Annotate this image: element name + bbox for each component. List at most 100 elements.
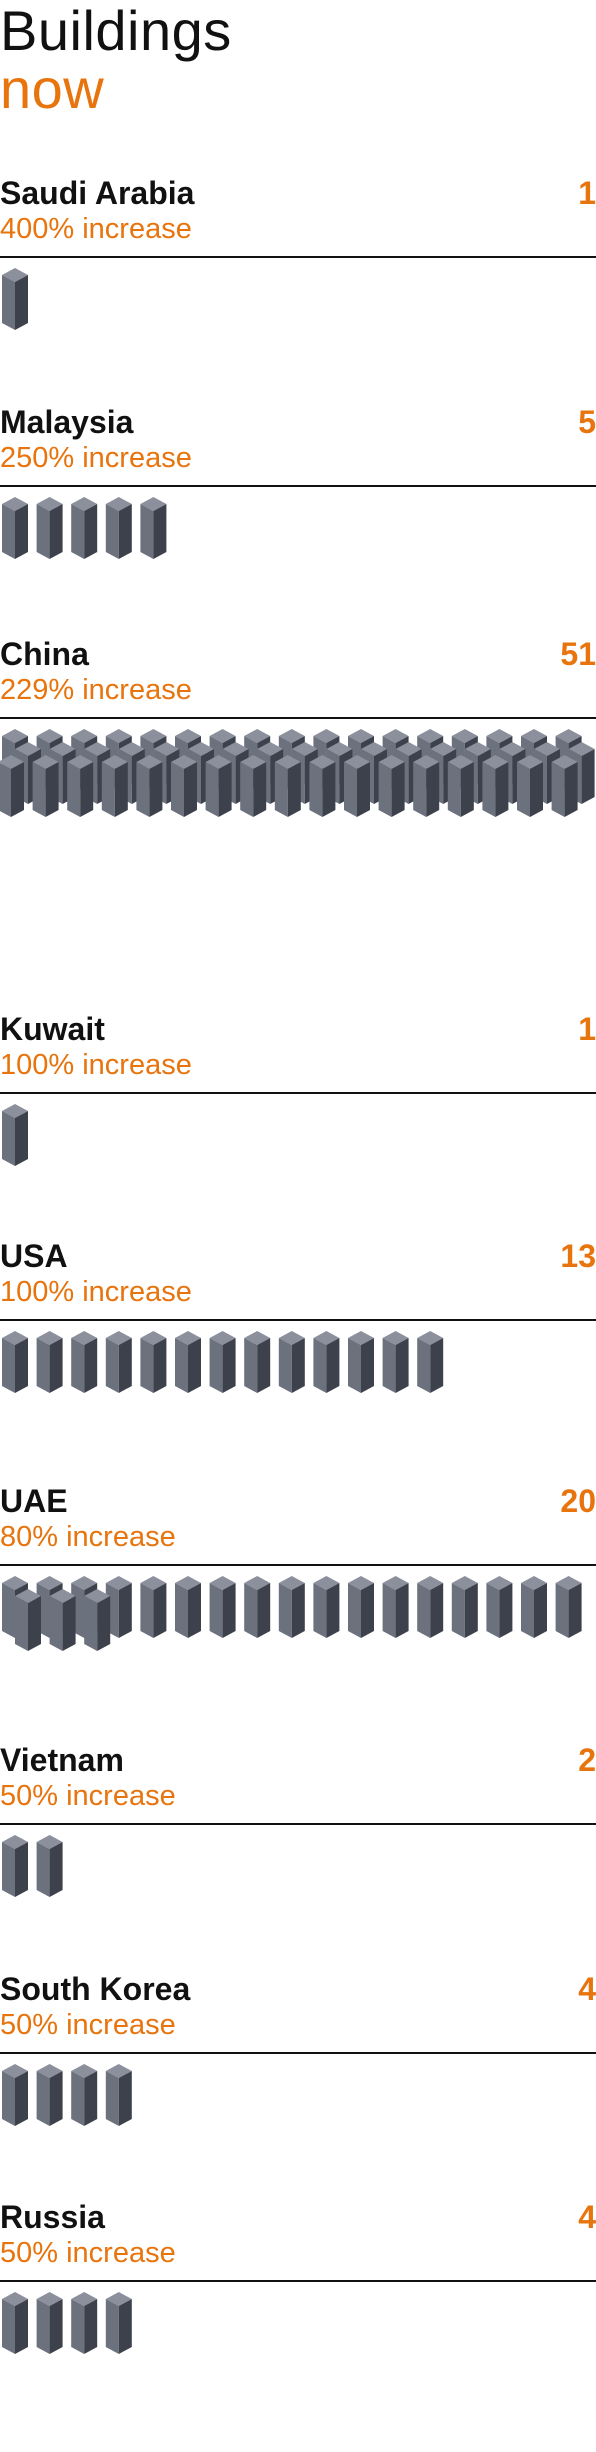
increase-label: 400% increase: [0, 213, 192, 245]
building-icon: [71, 1331, 98, 1393]
heading-line-1: Buildings: [0, 0, 232, 62]
divider: [0, 2280, 596, 2282]
building-icon: [447, 755, 474, 817]
building-pictogram: [2, 2064, 132, 2126]
building-icon: [2, 2064, 28, 2126]
building-count: 51: [560, 636, 596, 672]
building-count: 4: [578, 1971, 596, 2007]
building-icon: [244, 1331, 271, 1393]
building-icon: [313, 1331, 340, 1393]
building-icon: [309, 755, 336, 817]
building-pictogram: [2, 1576, 582, 1651]
building-count: 13: [560, 1238, 596, 1274]
building-icon: [348, 1576, 374, 1638]
building-pictogram: [2, 497, 167, 559]
building-icon: [278, 1576, 305, 1638]
building-icon: [2, 1104, 28, 1166]
building-icon: [105, 497, 132, 559]
divider: [0, 717, 596, 719]
building-pictogram: [2, 1835, 63, 1897]
building-icon: [2, 2292, 28, 2354]
building-icon: [101, 755, 128, 817]
country-name: Vietnam: [0, 1742, 124, 1778]
building-icon: [71, 2064, 98, 2126]
increase-label: 50% increase: [0, 1780, 176, 1812]
building-icon: [140, 1576, 167, 1638]
building-icon: [382, 1331, 409, 1393]
building-icon: [0, 755, 24, 817]
building-icon: [278, 1331, 305, 1393]
building-icon: [15, 1589, 41, 1651]
building-icon: [175, 1576, 201, 1638]
building-pictogram: [2, 268, 28, 330]
building-icon: [240, 755, 267, 817]
building-icon: [49, 1589, 76, 1651]
country-name: Kuwait: [0, 1011, 105, 1047]
building-icon: [32, 755, 59, 817]
increase-label: 100% increase: [0, 1049, 192, 1081]
building-icon: [378, 755, 405, 817]
country-name: USA: [0, 1238, 68, 1274]
divider: [0, 485, 596, 487]
building-icon: [2, 268, 28, 330]
building-icon: [274, 755, 301, 817]
building-icon: [136, 755, 163, 817]
building-pictogram: [2, 1104, 28, 1166]
building-icon: [555, 1576, 582, 1638]
building-icon: [171, 755, 197, 817]
building-pictogram: [0, 729, 595, 817]
building-count: 4: [578, 2199, 596, 2235]
building-icon: [36, 1835, 63, 1897]
building-icon: [205, 755, 232, 817]
building-icon: [344, 755, 370, 817]
building-count: 5: [578, 404, 596, 440]
building-icon: [105, 2064, 132, 2126]
divider: [0, 1823, 596, 1825]
building-icon: [417, 1331, 444, 1393]
increase-label: 50% increase: [0, 2009, 176, 2041]
building-icon: [71, 497, 98, 559]
building-icon: [482, 755, 509, 817]
building-count: 1: [578, 1011, 596, 1047]
building-icon: [244, 1576, 271, 1638]
building-pictogram: [2, 2292, 132, 2354]
building-icon: [2, 497, 28, 559]
building-icon: [413, 755, 440, 817]
building-icon: [105, 2292, 132, 2354]
building-icon: [382, 1576, 409, 1638]
building-count: 1: [578, 175, 596, 211]
country-name: South Korea: [0, 1971, 191, 2007]
building-icon: [175, 1331, 201, 1393]
building-icon: [67, 755, 94, 817]
divider: [0, 1564, 596, 1566]
building-icon: [2, 1331, 28, 1393]
increase-label: 80% increase: [0, 1521, 176, 1553]
building-icon: [84, 1589, 111, 1651]
divider: [0, 256, 596, 258]
building-icon: [486, 1576, 513, 1638]
country-name: Malaysia: [0, 404, 134, 440]
building-icon: [71, 2292, 98, 2354]
building-icon: [451, 1576, 478, 1638]
building-icon: [36, 497, 63, 559]
building-icon: [209, 1576, 236, 1638]
building-icon: [348, 1331, 374, 1393]
chart-heading: Buildings now: [0, 0, 596, 130]
building-icon: [140, 1331, 167, 1393]
country-name: Saudi Arabia: [0, 175, 195, 211]
divider: [0, 1092, 596, 1094]
building-icon: [417, 1576, 444, 1638]
heading-line-2: now: [0, 57, 105, 120]
country-name: China: [0, 636, 89, 672]
divider: [0, 1319, 596, 1321]
building-icon: [517, 755, 543, 817]
building-icon: [36, 1331, 63, 1393]
building-icon: [36, 2292, 63, 2354]
increase-label: 50% increase: [0, 2237, 176, 2269]
increase-label: 100% increase: [0, 1276, 192, 1308]
building-icon: [2, 1835, 28, 1897]
building-count: 20: [560, 1483, 596, 1519]
country-name: UAE: [0, 1483, 68, 1519]
building-pictogram: [2, 1331, 444, 1393]
building-icon: [521, 1576, 547, 1638]
